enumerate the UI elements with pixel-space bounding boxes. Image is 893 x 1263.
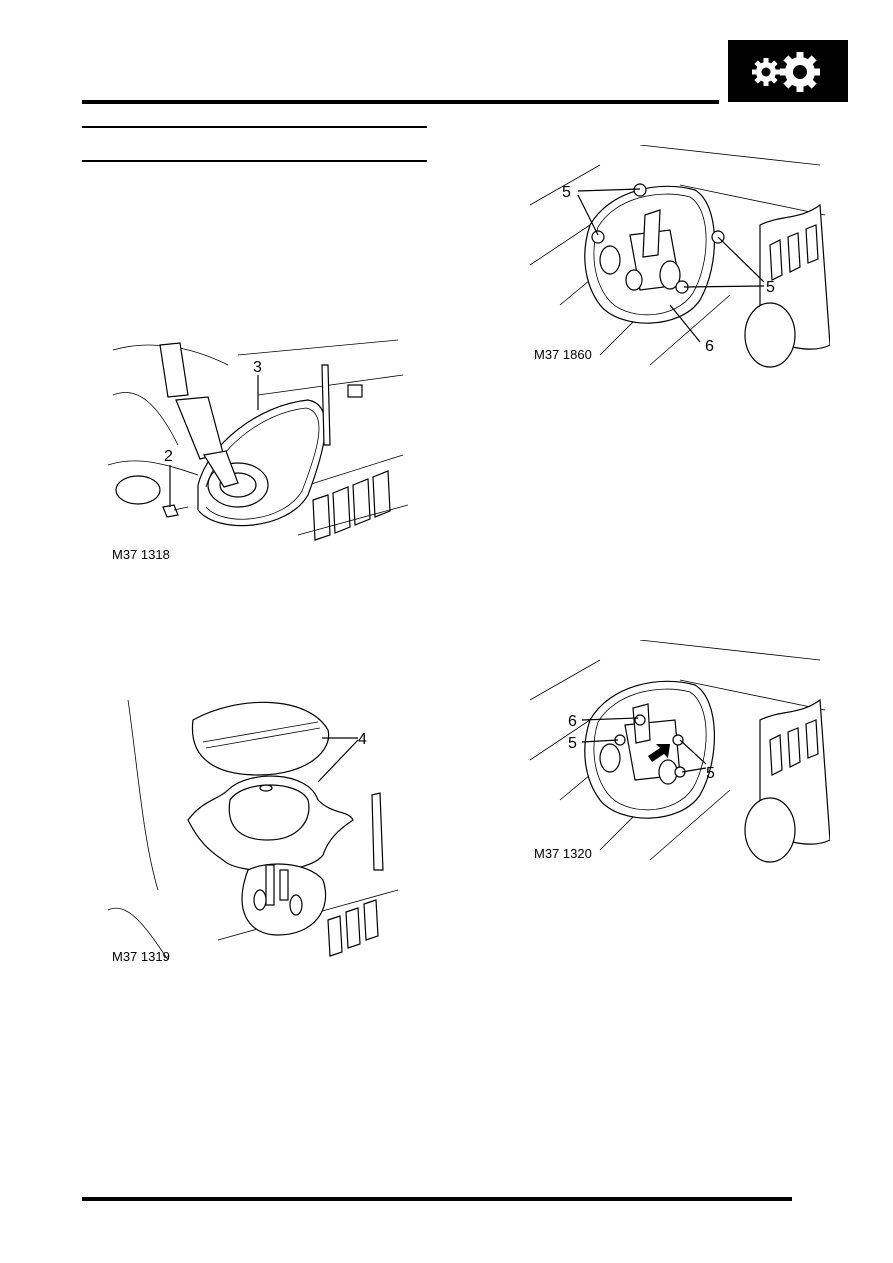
callout-5-left: 5: [568, 735, 577, 752]
callout-6: 6: [705, 338, 714, 355]
callout-6: 6: [568, 713, 577, 730]
left-rule-top: [82, 126, 427, 128]
figure-m37-1320: 6 5 5 M37 1320: [530, 640, 830, 865]
figure-m37-1860: 5 5 6 M37 1860: [530, 145, 830, 370]
section-badge: [728, 40, 848, 102]
header-rule: [82, 100, 719, 104]
footer-rule: [82, 1197, 792, 1201]
callout-3: 3: [253, 359, 262, 376]
figure-m37-1319: 4 M37 1319: [108, 690, 408, 970]
callout-5: 5: [562, 184, 571, 201]
callout-2: 2: [164, 448, 173, 465]
callout-5-right: 5: [766, 279, 775, 296]
figure-id: M37 1320: [534, 846, 592, 861]
figure-id: M37 1318: [112, 547, 170, 562]
figure-m37-1318: 3 2 M37 1318: [108, 335, 408, 565]
figure-id: M37 1319: [112, 949, 170, 964]
left-rule-bottom: [82, 160, 427, 162]
callout-5-right: 5: [706, 765, 715, 782]
gears-icon: [752, 52, 820, 92]
figure-id: M37 1860: [534, 347, 592, 362]
callout-4: 4: [358, 731, 367, 748]
